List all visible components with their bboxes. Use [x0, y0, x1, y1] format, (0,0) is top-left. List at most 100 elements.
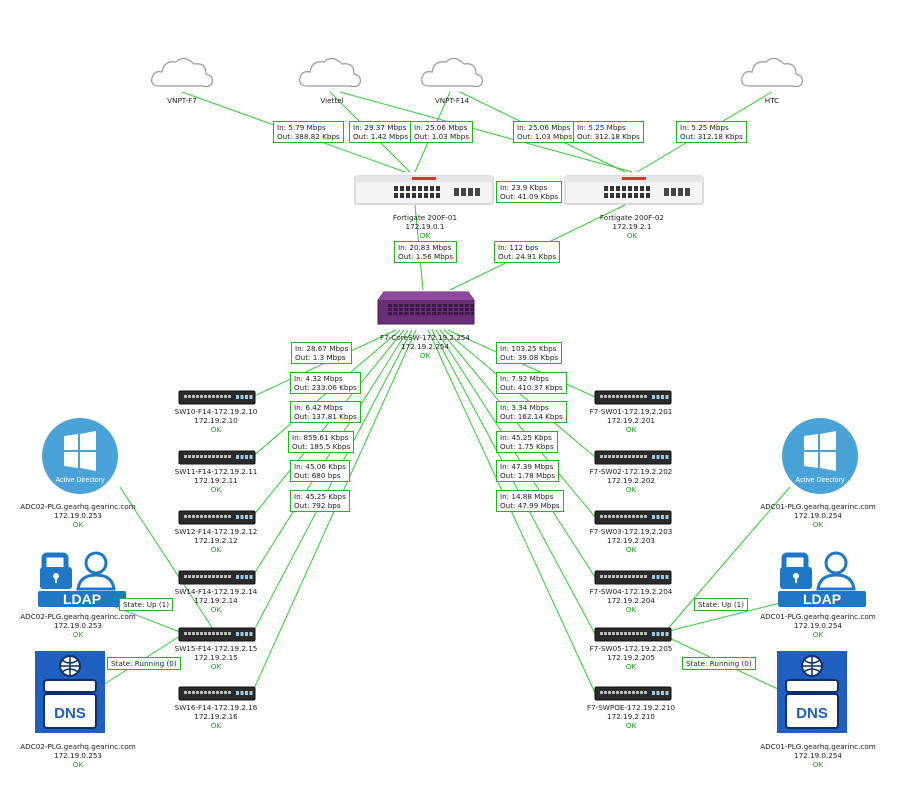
node-name: ADC01-PLG.gearhq.gearinc.com [760, 502, 876, 511]
ldap-icon[interactable]: LDAP [776, 545, 872, 607]
switch-right-5-icon[interactable] [594, 627, 672, 643]
node-status: OK [419, 351, 431, 360]
switch-right-1-icon[interactable] [594, 390, 672, 406]
node-status: OK [812, 760, 824, 769]
node-status: OK [210, 485, 222, 494]
firewall-fg2-icon[interactable] [564, 172, 704, 208]
switch-left-4-icon[interactable] [178, 570, 256, 586]
node-name: SW15-F14-172.19.2.15 [174, 644, 258, 653]
link-ad-left [119, 486, 216, 633]
node-name: SW12-F14-172.19.2.12 [174, 527, 258, 536]
traffic-in: In: 103.25 Kbps [500, 344, 557, 353]
state-box-dns-left[interactable]: State: Running (0) [107, 657, 181, 670]
cloud-icon[interactable] [420, 56, 486, 92]
node-ip: 172.19.2.202 [606, 476, 656, 485]
traffic-in: In: 3.34 Mbps [500, 403, 549, 412]
state-box-ldap-right[interactable]: State: Up (1) [694, 598, 749, 611]
traffic-out: Out: 137.81 Kbps [294, 412, 357, 421]
switch-left-5-icon[interactable] [178, 627, 256, 643]
traffic-in: In: 112 bps [498, 243, 539, 252]
switch-left-3-icon[interactable] [178, 510, 256, 526]
switch-left-1-icon[interactable] [178, 390, 256, 406]
ldap-icon[interactable]: LDAP [36, 545, 132, 607]
switch-right-2-icon[interactable] [594, 450, 672, 466]
traffic-in: In: 25.06 Mbps [414, 123, 468, 132]
cloud-icon[interactable] [740, 56, 806, 92]
dns-icon[interactable]: DNS [34, 650, 106, 734]
traffic-in: In: 859.61 Kbps [292, 433, 349, 442]
cloud-label: VNPT-F7 [167, 96, 197, 105]
link-ad-right [664, 486, 791, 633]
node-status: OK [625, 662, 637, 671]
cloud-label: HTC [765, 96, 779, 105]
link-core-left-3 [251, 329, 405, 518]
node-name: F7-SW05-172.19.2.205 [589, 644, 673, 653]
node-status: OK [210, 662, 222, 671]
link-core-right-4 [435, 329, 596, 578]
node-ip: 172.19.0.253 [53, 511, 103, 520]
node-status: OK [625, 721, 637, 730]
dns-icon[interactable]: DNS [776, 650, 848, 734]
node-status: OK [812, 520, 824, 529]
state-box-dns-right[interactable]: State: Running (0) [682, 657, 756, 670]
node-status: OK [625, 425, 637, 434]
svg-text:DNS: DNS [54, 705, 86, 722]
node-ip: 172.19.2.254 [400, 342, 450, 351]
node-status: OK [210, 605, 222, 614]
node-ip: 172.19.2.16 [194, 712, 238, 721]
node-name: Fortigate 200F-02 [599, 213, 665, 222]
cloud-name: HTC [764, 96, 780, 105]
switch-right-3-icon[interactable] [594, 510, 672, 526]
link-viettel-fg2 [339, 91, 633, 173]
link-core-left-4 [251, 329, 409, 578]
state-box-ldap-left[interactable]: State: Up (1) [119, 598, 174, 611]
firewall-fg1-icon[interactable] [354, 172, 494, 208]
switch-right-4-icon[interactable] [594, 570, 672, 586]
link-core-left-5 [251, 329, 413, 635]
active-directory-icon[interactable]: Active Directory [40, 416, 120, 496]
svg-text:LDAP: LDAP [63, 591, 101, 607]
svg-text:LDAP: LDAP [803, 591, 841, 607]
active-directory-icon[interactable]: Active Directory [780, 416, 860, 496]
svg-text:Active Directory: Active Directory [55, 477, 105, 484]
node-name: ADC01-PLG.gearhq.gearinc.com [760, 612, 876, 621]
traffic-in: In: 14.88 Mbps [500, 492, 554, 501]
switch-left-2-icon[interactable] [178, 450, 256, 466]
cloud-icon[interactable] [150, 56, 216, 92]
switch-right-6-icon[interactable] [594, 686, 672, 702]
traffic-in: In: 28.67 Mbps [295, 344, 349, 353]
core-switch-icon[interactable] [376, 290, 476, 330]
link-ldap-left [104, 602, 181, 633]
cloud-icon[interactable] [298, 56, 364, 92]
cloud-label: Viettel [320, 96, 343, 105]
node-name: SW10-F14-172.19.2.10 [174, 407, 258, 416]
node-name: ADC02-PLG.gearhq.gearinc.com [20, 502, 136, 511]
switch-left-6-icon[interactable] [178, 686, 256, 702]
